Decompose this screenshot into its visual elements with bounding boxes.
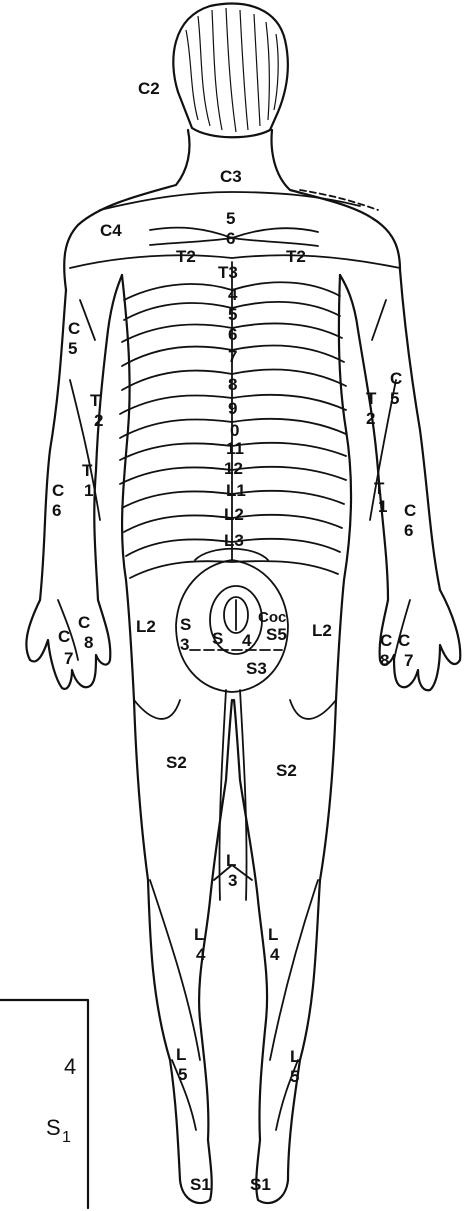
label-t11: 11 [226, 439, 244, 458]
label-t2-left: T2 [176, 247, 196, 266]
label-t2-right: T2 [286, 247, 306, 266]
label-t5-top: 5 [226, 209, 235, 228]
label-t8: 8 [228, 375, 237, 394]
label-l5-right-n: 5 [290, 1067, 299, 1086]
label-l2-left: L2 [136, 617, 156, 636]
label-t5: 5 [228, 305, 237, 324]
label-l5-left-n: 5 [178, 1065, 187, 1084]
label-c6-left-n: 6 [52, 501, 61, 520]
label-l4-left-l: L [194, 925, 204, 944]
label-l4-left-n: 4 [196, 945, 206, 964]
label-c5-left-n: 5 [68, 339, 77, 358]
label-t6: 6 [228, 325, 237, 344]
label-l1: L1 [226, 481, 246, 500]
label-t1-larm-t: T [82, 461, 93, 480]
label-s1-left: S1 [190, 1175, 211, 1194]
label-c5-right-c: C [390, 369, 402, 388]
label-s4-s: S [212, 629, 223, 648]
label-t2-rarm-n: 2 [366, 409, 375, 428]
label-t1-rarm-t: T [374, 479, 385, 498]
label-l2-back: L2 [224, 505, 244, 524]
label-c7-right-n: 7 [404, 651, 413, 670]
label-t7: 7 [228, 347, 237, 366]
label-s2-left: S2 [166, 753, 187, 772]
label-t10: 0 [230, 421, 239, 440]
label-t2-rarm-t: T [366, 389, 377, 408]
label-t1-larm-n: 1 [84, 481, 93, 500]
label-c8-right-c: C [380, 631, 392, 650]
label-t3: T3 [218, 263, 238, 282]
label-s3-center: S3 [246, 659, 267, 678]
label-c2: C2 [138, 79, 160, 98]
label-c8-left-c: C [78, 613, 90, 632]
label-c7-left-n: 7 [64, 649, 73, 668]
inset-label-4: 4 [64, 1054, 76, 1079]
label-c6-left-c: C [52, 481, 64, 500]
label-s1-right: S1 [250, 1175, 271, 1194]
label-s3-left-n: 3 [180, 635, 189, 654]
label-c6-right-c: C [404, 501, 416, 520]
label-l2-right: L2 [312, 621, 332, 640]
label-coc: Coc [258, 609, 286, 626]
label-l5-left-l: L [176, 1045, 186, 1064]
label-t9: 9 [228, 399, 237, 418]
label-s3-left-s: S [180, 615, 191, 634]
label-t12: 12 [224, 459, 243, 478]
label-t6-top: 6 [226, 229, 235, 248]
label-l4-right-n: 4 [270, 945, 280, 964]
label-c8-right-n: 8 [380, 651, 389, 670]
label-c4: C4 [100, 221, 122, 240]
head [173, 4, 288, 138]
label-c5-left-c: C [68, 319, 80, 338]
label-l3-leg-l: L [226, 851, 236, 870]
label-c7-right-c: C [398, 631, 410, 650]
label-t2-larm-t: T [90, 391, 101, 410]
label-l4-right-l: L [268, 925, 278, 944]
label-s5: S5 [266, 625, 287, 644]
inset-label-s: S [46, 1115, 61, 1140]
dermatome-labels: C2 C3 C4 5 6 T2 T2 T3 4 5 6 7 8 9 0 11 1… [52, 79, 416, 1194]
label-c7-left-c: C [58, 627, 70, 646]
label-l3-leg-n: 3 [228, 871, 237, 890]
label-c6-right-n: 6 [404, 521, 413, 540]
label-c8-left-n: 8 [84, 633, 93, 652]
inset-legend-box: 4 S 1 [0, 1000, 88, 1208]
label-t2-larm-n: 2 [94, 411, 103, 430]
label-c5-right-n: 5 [390, 389, 399, 408]
label-s2-right: S2 [276, 761, 297, 780]
body-outline [26, 130, 460, 1203]
label-t4: 4 [228, 285, 238, 304]
label-l3-back: L3 [224, 531, 244, 550]
label-s4-n: 4 [242, 631, 252, 650]
label-t1-rarm-n: 1 [378, 497, 387, 516]
label-c3: C3 [220, 167, 242, 186]
inset-label-sub-1: 1 [62, 1129, 71, 1146]
label-l5-right-l: L [290, 1047, 300, 1066]
